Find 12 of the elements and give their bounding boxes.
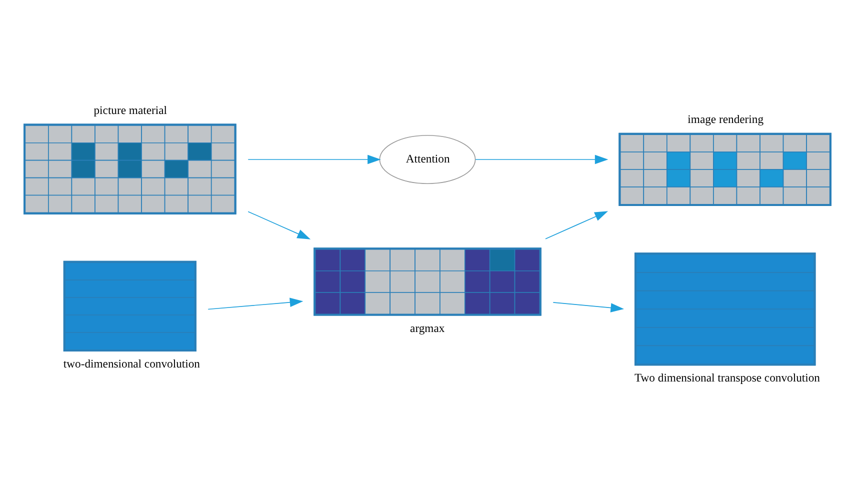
node-label: Two dimensional transpose convolution (634, 372, 820, 385)
node-label: picture material (94, 104, 168, 117)
arrow (545, 211, 608, 240)
node-label: two-dimensional convolution (63, 357, 200, 370)
arrow (552, 302, 624, 312)
node-ellipse: Attention (379, 134, 476, 184)
arrow (248, 211, 311, 240)
node-label: argmax (410, 322, 445, 335)
arrow (248, 154, 381, 164)
arrow (475, 154, 608, 164)
arrow (208, 298, 304, 310)
node-label: image rendering (688, 113, 764, 126)
